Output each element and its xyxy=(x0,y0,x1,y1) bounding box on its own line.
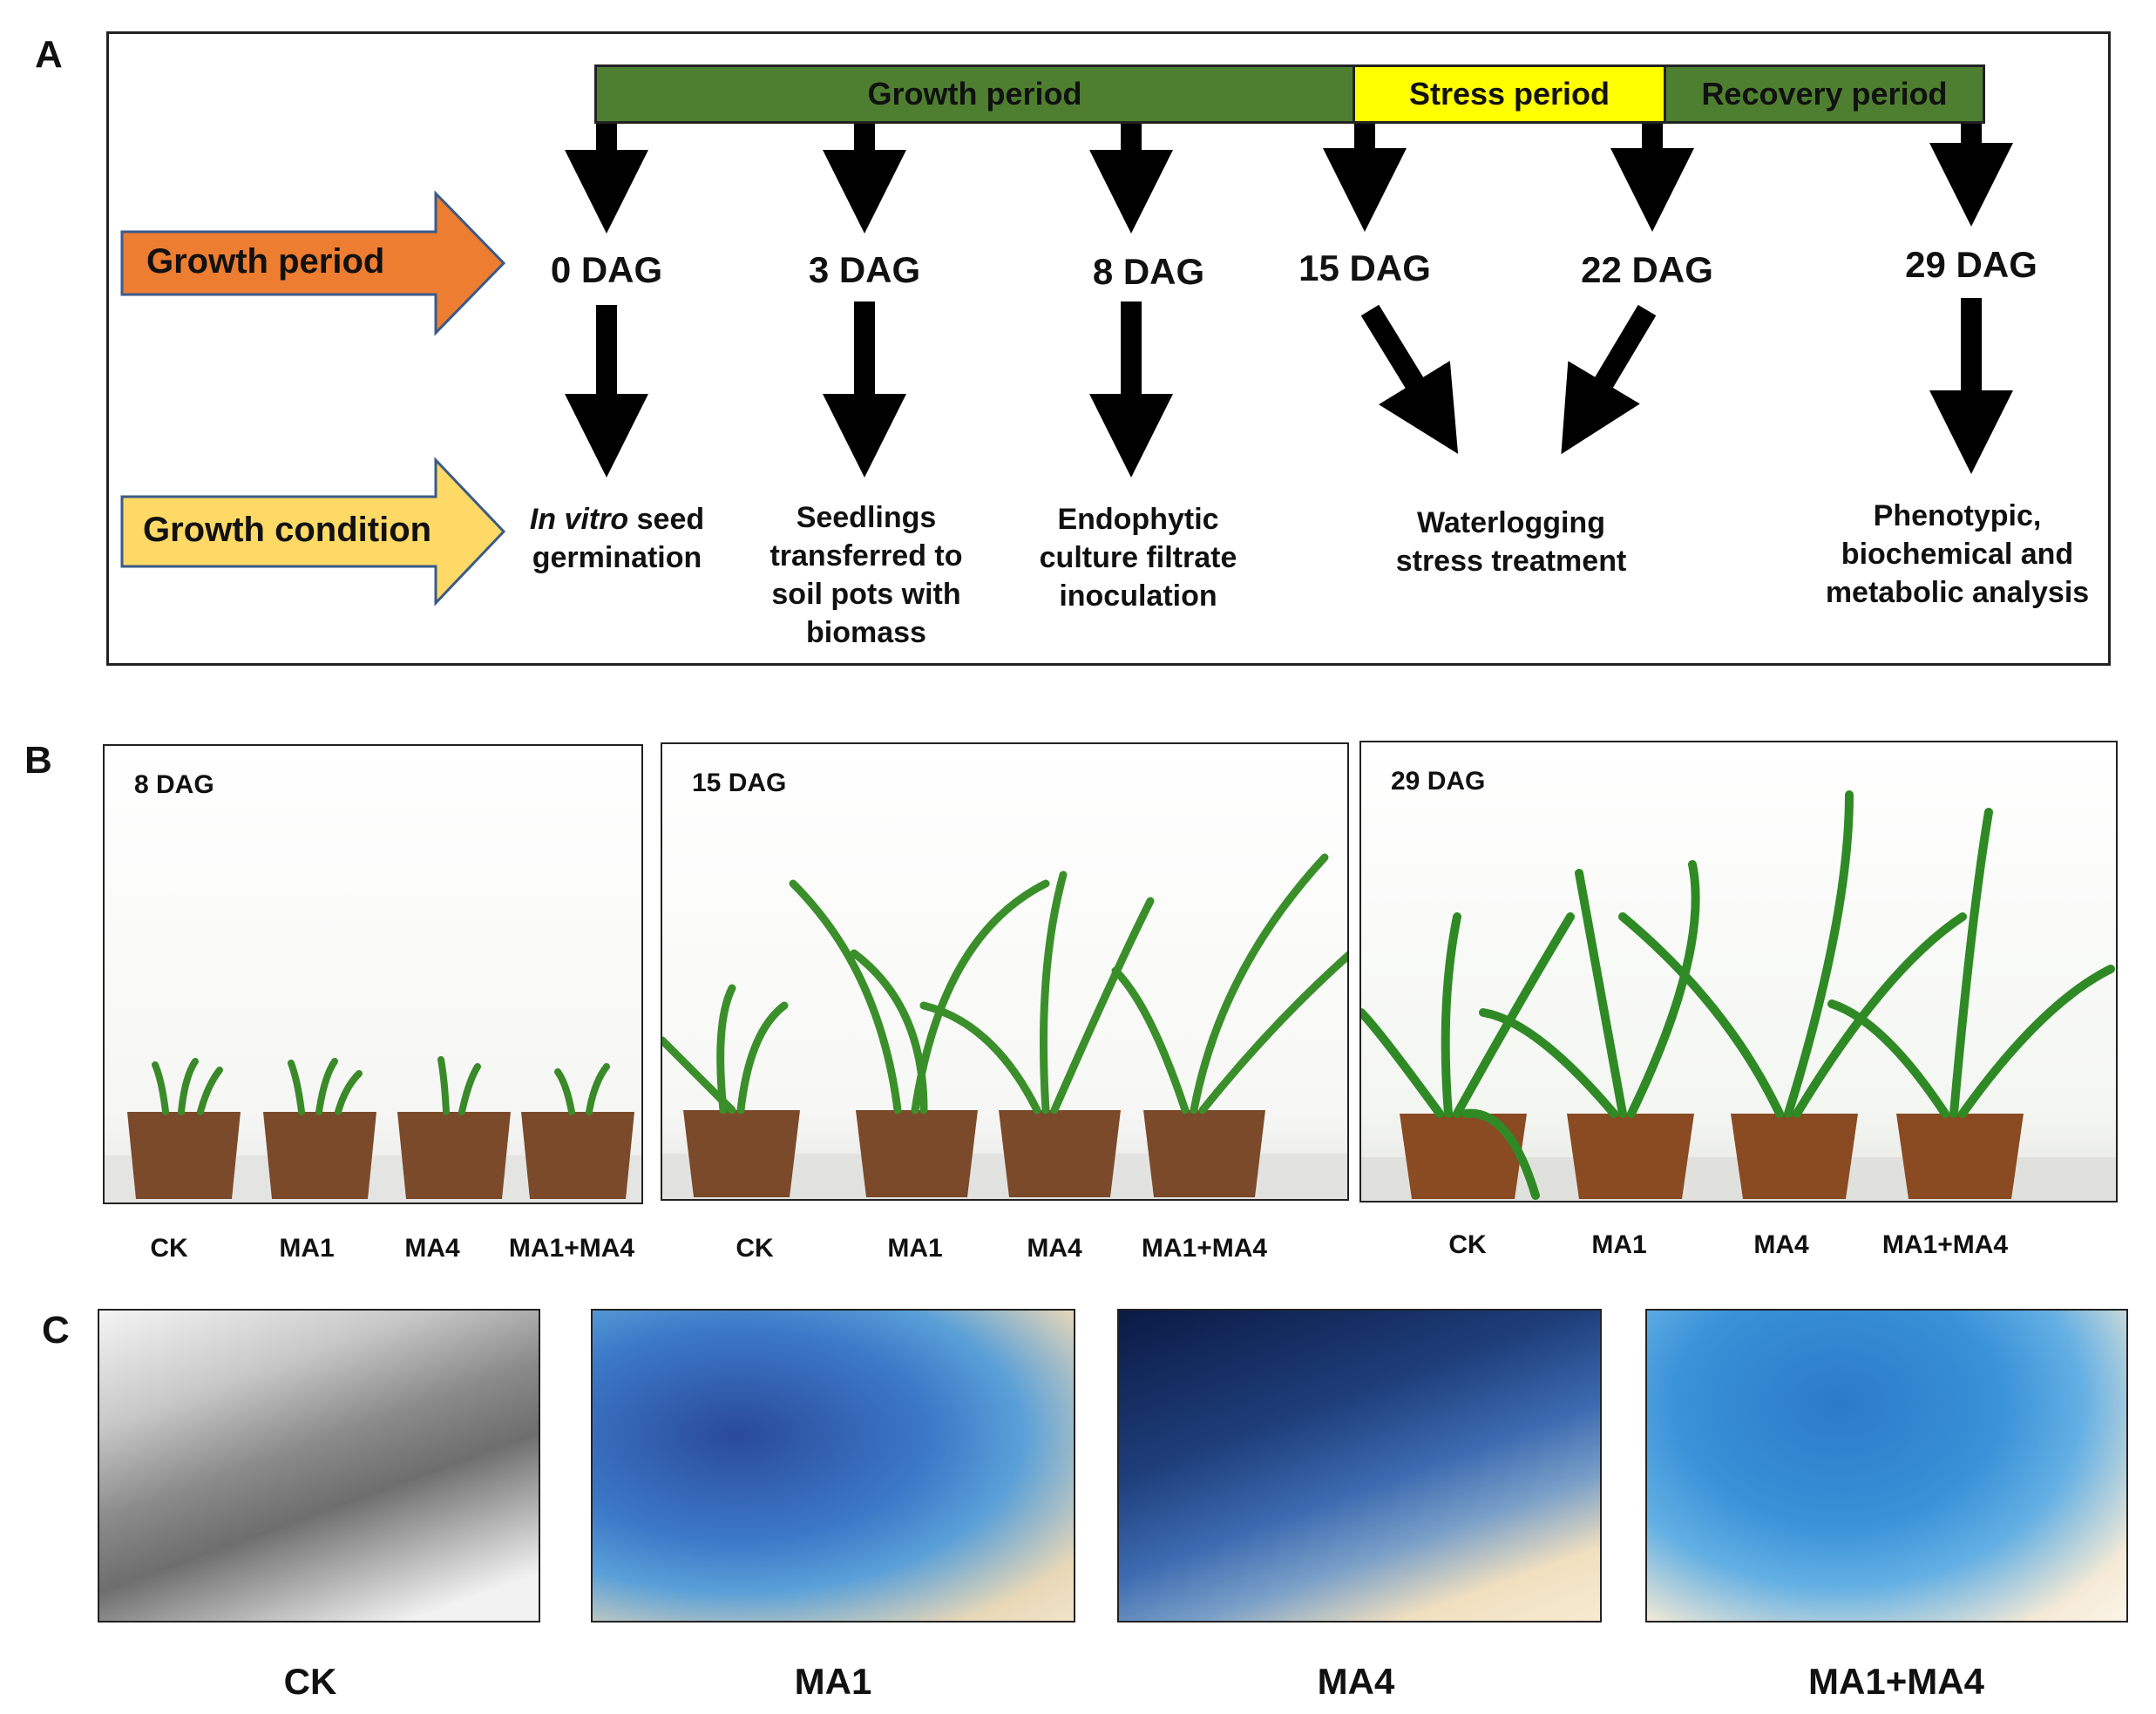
pot-label-29-ck: CK xyxy=(1448,1230,1487,1259)
condition-transfer-line3: soil pots with xyxy=(771,578,961,611)
condition-waterlogging-line2: stress treatment xyxy=(1395,545,1627,578)
phase-recovery: Recovery period xyxy=(1666,67,1983,121)
condition-analysis-line3: metabolic analysis xyxy=(1825,576,2090,609)
photo-8-dag-label: 8 DAG xyxy=(134,770,214,799)
leaves-29-dag xyxy=(1361,790,2115,1200)
micrograph-label-ma1ma4: MA1+MA4 xyxy=(1808,1661,1984,1702)
micrograph-label-ma4: MA4 xyxy=(1317,1661,1395,1702)
panel-a-frame xyxy=(106,31,2111,666)
condition-analysis-line1: Phenotypic, xyxy=(1873,499,2042,532)
phase-growth-label: Growth period xyxy=(867,76,1082,112)
growth-condition-side-label: Growth condition xyxy=(143,511,432,549)
condition-waterlogging-line1: Waterlogging xyxy=(1417,506,1605,539)
micrograph-label-ma1: MA1 xyxy=(794,1661,872,1702)
pot-label-8-ma1: MA1 xyxy=(279,1234,335,1263)
panel-c-letter: C xyxy=(42,1309,70,1352)
seedlings-8-dag xyxy=(152,1056,610,1115)
pot-label-29-ma1ma4: MA1+MA4 xyxy=(1881,1230,2009,1259)
micrograph-label-ck: CK xyxy=(283,1661,337,1702)
photo-8-dag: 8 DAG xyxy=(103,744,643,1204)
pots-15-dag xyxy=(683,1110,1265,1197)
condition-germination: In vitro seed germination xyxy=(530,500,704,577)
micrograph-ma1 xyxy=(591,1309,1075,1623)
photo-29-dag-label: 29 DAG xyxy=(1391,767,1486,796)
condition-inoculation: Endophytic culture filtrate inoculation xyxy=(1040,500,1237,615)
photo-15-dag: 15 DAG xyxy=(661,742,1349,1201)
photo-8-dag-plants xyxy=(105,1056,641,1203)
micrograph-ma1ma4 xyxy=(1645,1309,2128,1623)
day-29: 29 DAG xyxy=(1905,244,2037,285)
phase-recovery-label: Recovery period xyxy=(1701,76,1948,112)
condition-analysis: Phenotypic, biochemical and metabolic an… xyxy=(1826,497,2089,612)
pot-label-15-ma1: MA1 xyxy=(887,1234,943,1263)
photo-29-dag-plants xyxy=(1361,790,2116,1201)
pot-label-29-ma1: MA1 xyxy=(1591,1230,1647,1259)
condition-germination-rest: seed xyxy=(628,503,705,536)
pots-8-dag xyxy=(127,1112,634,1199)
condition-transfer-line2: transferred to xyxy=(770,539,963,572)
phase-timeline: Growth period Stress period Recovery per… xyxy=(594,64,1985,124)
growth-period-side-label: Growth period xyxy=(146,242,385,281)
condition-germination-line2: germination xyxy=(532,541,702,574)
pot-label-8-ma1ma4: MA1+MA4 xyxy=(508,1234,635,1263)
photo-29-dag: 29 DAG xyxy=(1359,741,2118,1203)
condition-inoculation-line3: inoculation xyxy=(1059,579,1217,613)
micrograph-ma4 xyxy=(1117,1309,1602,1623)
panel-a-letter: A xyxy=(35,33,63,76)
condition-inoculation-line1: Endophytic xyxy=(1057,503,1219,536)
phase-stress-label: Stress period xyxy=(1408,76,1610,112)
pot-label-29-ma4: MA4 xyxy=(1753,1230,1809,1259)
day-15: 15 DAG xyxy=(1298,247,1431,288)
condition-transfer: Seedlings transferred to soil pots with … xyxy=(770,498,962,652)
micrograph-ck xyxy=(98,1309,540,1623)
day-3: 3 DAG xyxy=(808,249,921,290)
timeline-down-arrows xyxy=(565,124,2013,234)
growth-condition-side-arrow xyxy=(120,457,506,606)
panel-b-letter: B xyxy=(24,739,52,782)
condition-waterlogging: Waterlogging stress treatment xyxy=(1396,504,1627,580)
condition-germination-italic: In vitro xyxy=(529,503,629,536)
day-8: 8 DAG xyxy=(1092,251,1205,292)
day-down-arrows xyxy=(565,298,2013,478)
condition-transfer-line4: biomass xyxy=(806,616,926,649)
pot-label-8-ma4: MA4 xyxy=(404,1234,460,1263)
growth-period-side-arrow xyxy=(120,190,506,336)
day-22: 22 DAG xyxy=(1581,249,1713,290)
pot-label-15-ck: CK xyxy=(736,1234,774,1263)
leaves-15-dag xyxy=(662,853,1347,1114)
pot-label-8-ck: CK xyxy=(150,1234,188,1263)
pot-label-15-ma4: MA4 xyxy=(1027,1234,1082,1263)
pots-29-dag xyxy=(1400,1114,2024,1199)
condition-transfer-line1: Seedlings xyxy=(796,501,937,534)
photo-15-dag-plants xyxy=(662,853,1347,1199)
phase-stress: Stress period xyxy=(1355,67,1666,121)
condition-inoculation-line2: culture filtrate xyxy=(1039,541,1237,574)
phase-growth: Growth period xyxy=(597,67,1355,121)
condition-analysis-line2: biochemical and xyxy=(1841,538,2074,571)
panel-a-arrows xyxy=(120,124,2013,606)
pot-label-15-ma1ma4: MA1+MA4 xyxy=(1141,1234,1268,1263)
photo-15-dag-label: 15 DAG xyxy=(692,769,787,797)
day-0: 0 DAG xyxy=(550,249,663,290)
